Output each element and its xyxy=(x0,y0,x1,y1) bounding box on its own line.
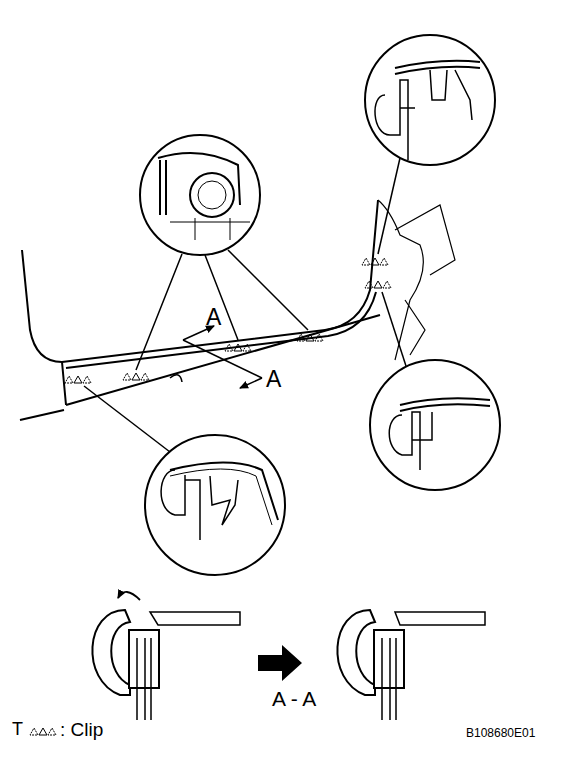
figure-code: B108680E01 xyxy=(466,727,535,739)
section-letter: A xyxy=(206,306,221,329)
detail-circles xyxy=(140,35,500,575)
legend-text: : Clip xyxy=(60,719,103,741)
legend-entry: : Clip xyxy=(28,719,103,741)
clip-marks xyxy=(65,258,391,383)
detail-sections xyxy=(158,61,490,540)
legend-marker: T xyxy=(12,720,23,738)
section-letter: A xyxy=(266,368,281,391)
section-title: A - A xyxy=(272,688,316,709)
clip-symbol xyxy=(28,721,58,739)
section-a-a xyxy=(92,592,485,720)
